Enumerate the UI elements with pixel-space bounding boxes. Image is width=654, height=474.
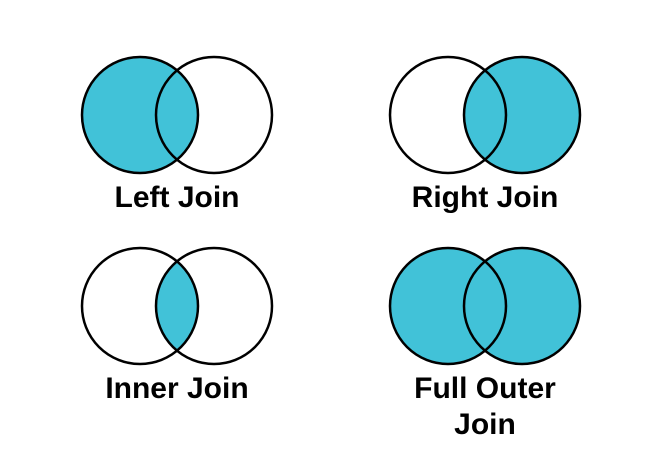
diagram-label-right-join: Right Join xyxy=(411,181,559,214)
right-circle-outline xyxy=(462,55,582,175)
intersection-region-fill xyxy=(156,248,198,364)
venn-diagram-inner-join xyxy=(78,243,276,369)
left-circle-outline xyxy=(388,55,508,175)
left-circle-outline xyxy=(80,246,200,366)
venn-cell-right-join: Right Join xyxy=(331,52,639,243)
venn-svg-full-outer-join xyxy=(388,246,582,366)
venn-diagram-left-join xyxy=(78,52,276,178)
venn-svg-right-join xyxy=(388,55,582,175)
venn-cell-full-outer-join: Full Outer Join xyxy=(331,243,639,443)
right-circle-fill xyxy=(464,248,580,364)
right-circle-outline xyxy=(154,55,274,175)
venn-diagram-full-outer-join xyxy=(386,243,584,369)
venn-cell-left-join: Left Join xyxy=(23,52,331,243)
diagram-label-left-join: Left Join xyxy=(114,181,240,214)
venn-svg-left-join xyxy=(80,55,274,175)
left-circle-outline xyxy=(388,246,508,366)
left-circle-outline xyxy=(80,55,200,175)
venn-diagram-right-join xyxy=(386,52,584,178)
left-circle-fill xyxy=(82,57,198,173)
right-circle-outline xyxy=(462,246,582,366)
diagram-label-inner-join: Inner Join xyxy=(105,372,249,405)
venn-svg-inner-join xyxy=(80,246,274,366)
diagram-grid: Left Join Right Join Inner Join Full Out… xyxy=(23,52,639,443)
right-circle-outline xyxy=(154,246,274,366)
diagram-label-full-outer-join: Full Outer Join xyxy=(414,372,556,441)
right-circle-fill xyxy=(464,57,580,173)
venn-cell-inner-join: Inner Join xyxy=(23,243,331,443)
